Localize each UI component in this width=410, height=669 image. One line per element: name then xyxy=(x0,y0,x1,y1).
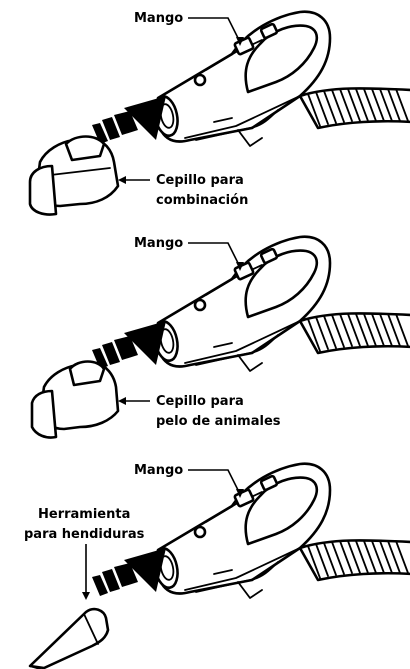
crevice-tool-icon xyxy=(28,607,110,669)
panel-pet-hair-brush: Mango Cepillo para pelo de animales xyxy=(30,236,410,439)
handle-leader-line xyxy=(188,469,241,495)
vacuum-handle-icon xyxy=(151,12,410,146)
insert-arrow-icon xyxy=(92,548,166,596)
tool-label-line1: Herramienta xyxy=(38,507,130,522)
tool-label-line2: pelo de animales xyxy=(156,414,281,429)
tool-label-line2: combinación xyxy=(156,193,248,208)
insert-arrow-icon xyxy=(92,321,166,369)
handle-leader-line xyxy=(188,242,241,268)
handle-label: Mango xyxy=(134,463,183,478)
combination-brush-icon xyxy=(28,135,120,216)
pet-hair-brush-icon xyxy=(30,360,120,439)
tool-label-line2: para hendiduras xyxy=(24,527,145,542)
handle-label: Mango xyxy=(134,11,183,26)
insert-arrow-icon xyxy=(92,96,166,144)
panel-combination-brush: Mango Cepillo para combinación xyxy=(28,11,410,216)
tool-label-line1: Cepillo para xyxy=(156,173,244,188)
vacuum-handle-icon xyxy=(151,237,410,371)
tool-label-line1: Cepillo para xyxy=(156,394,244,409)
handle-label: Mango xyxy=(134,236,183,251)
vacuum-handle-icon xyxy=(151,464,410,598)
panel-crevice-tool: Mango Herramienta para hendiduras xyxy=(24,463,410,669)
handle-leader-line xyxy=(188,17,241,43)
